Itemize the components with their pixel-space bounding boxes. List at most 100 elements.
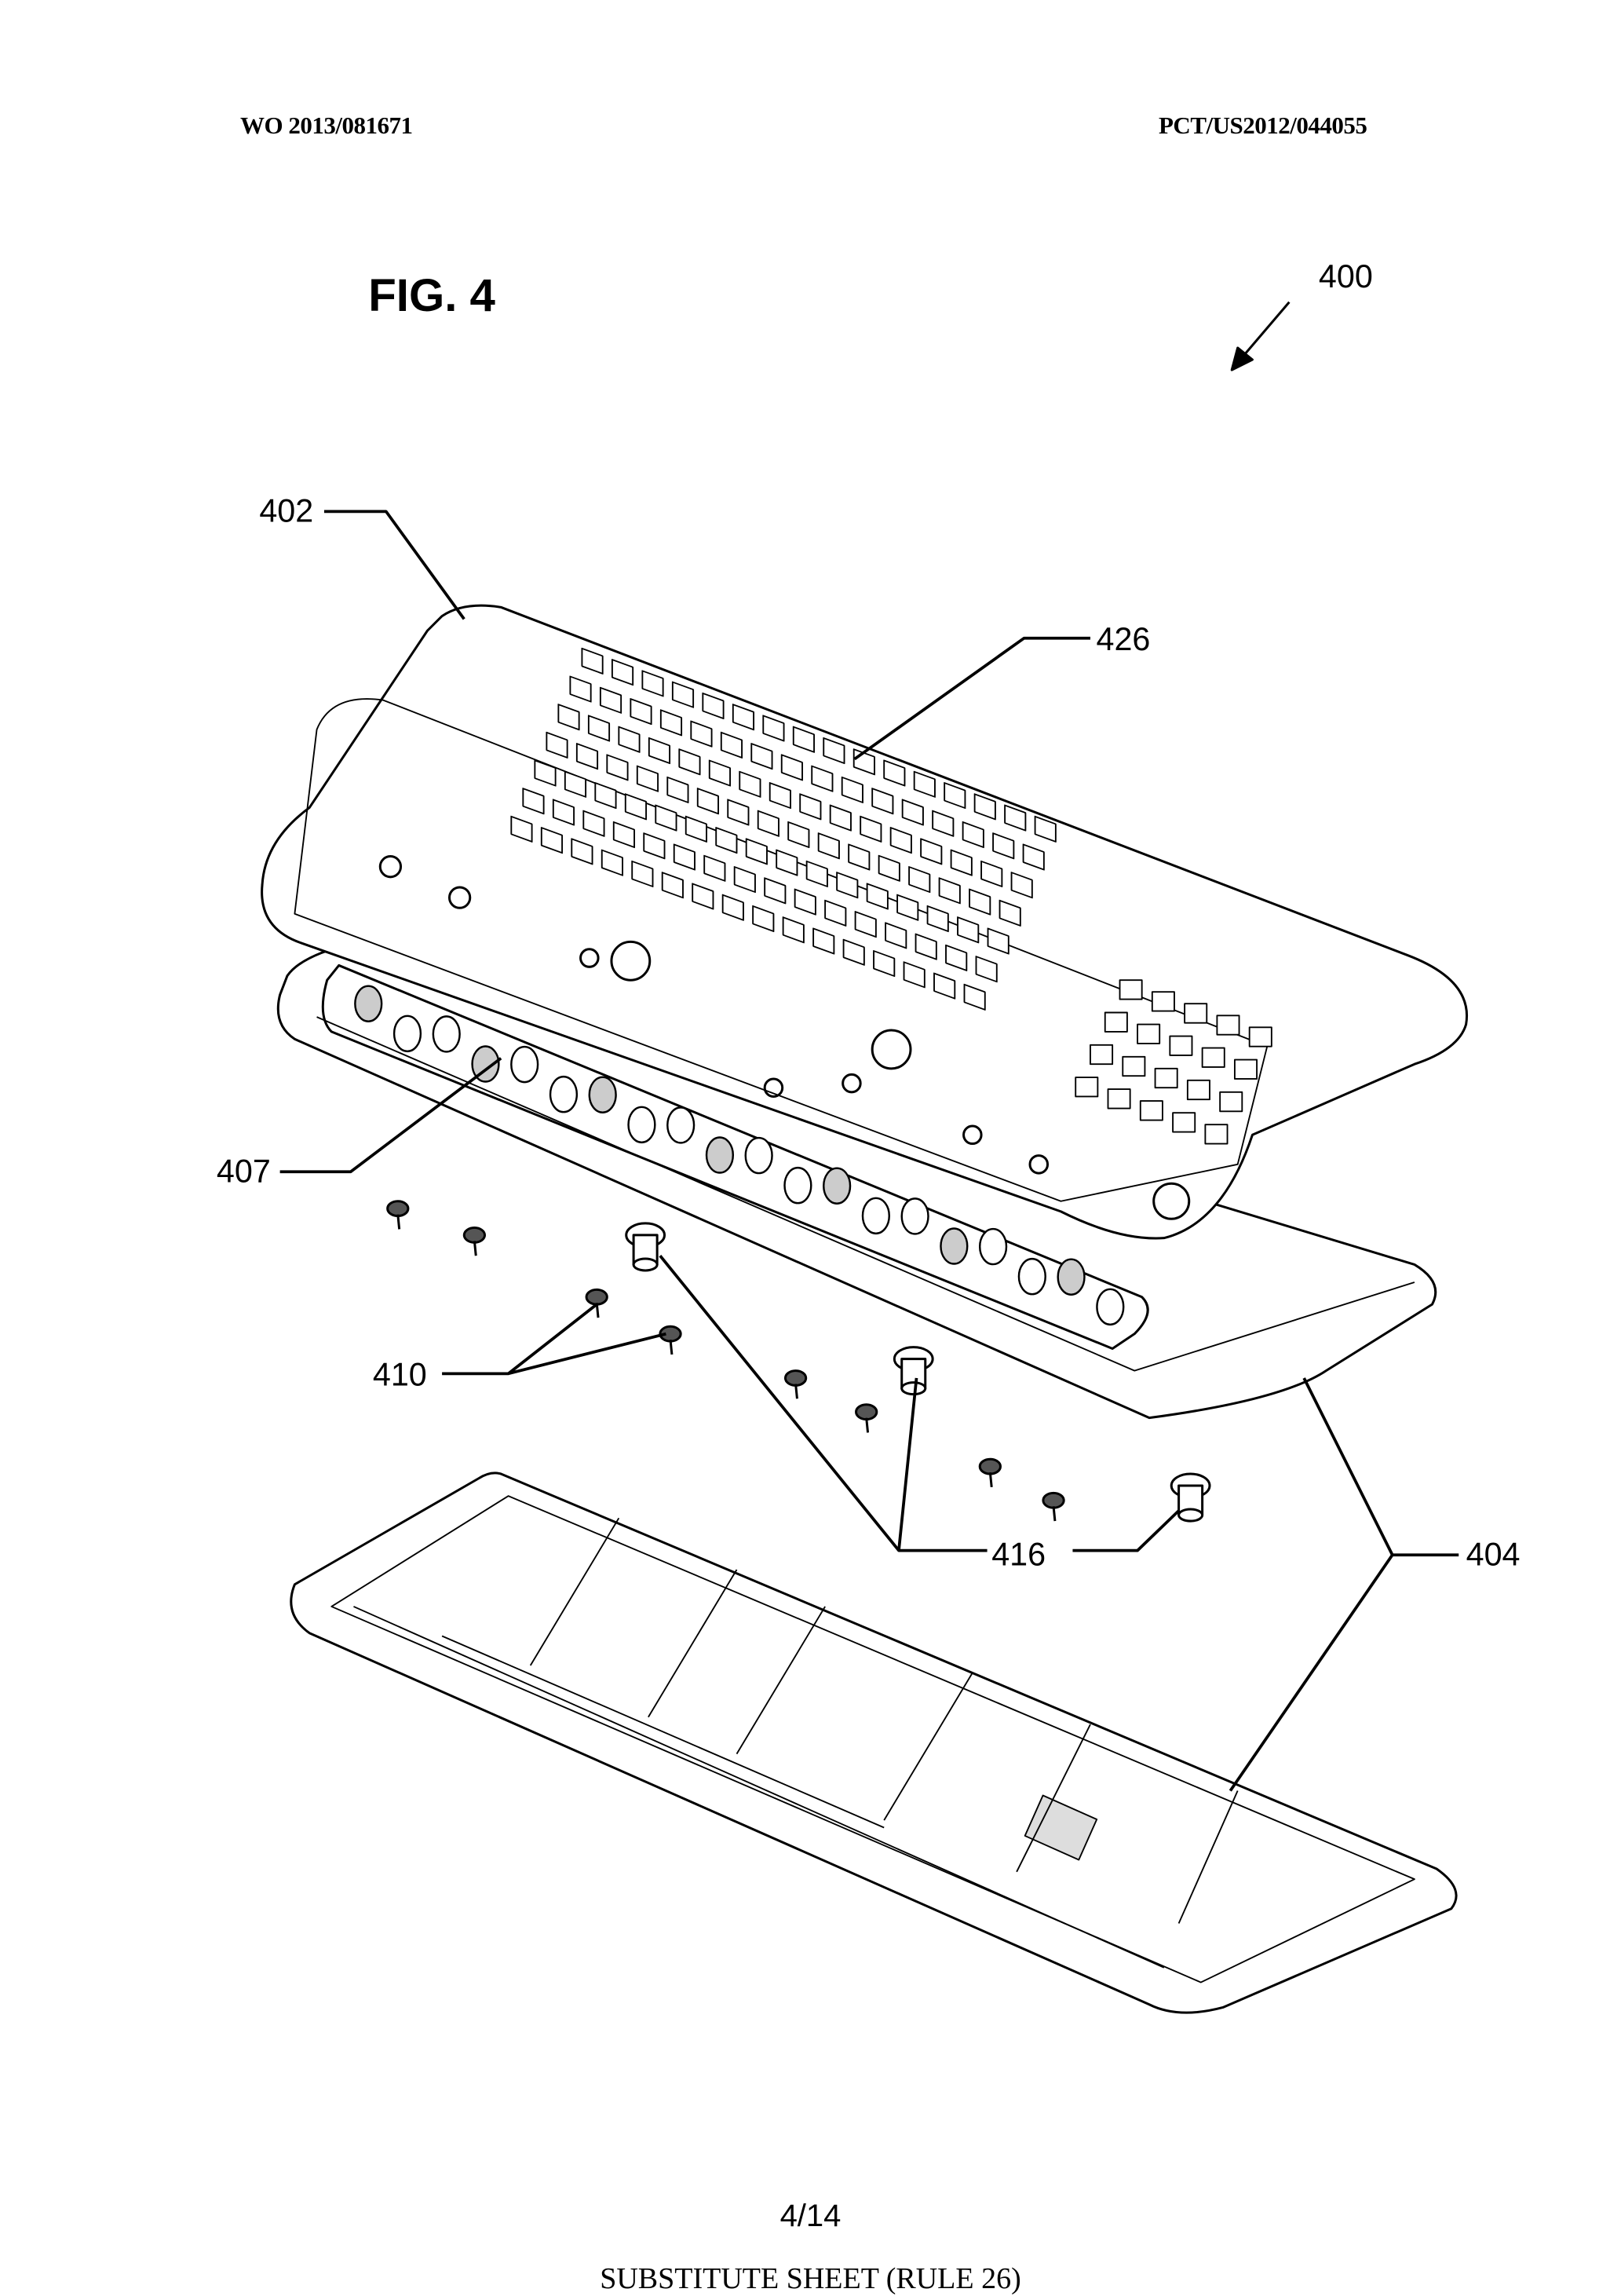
key [1137, 1023, 1161, 1044]
key [1248, 1026, 1272, 1047]
sheet-note: SUBSTITUTE SHEET (RULE 26) [600, 2262, 1021, 2295]
frame-hole [744, 1136, 773, 1175]
key [1186, 1079, 1210, 1101]
key [896, 894, 919, 921]
key [975, 956, 998, 983]
key [624, 793, 648, 821]
key [510, 815, 533, 843]
screw-icon [855, 1403, 878, 1433]
key [692, 883, 714, 910]
key [685, 815, 707, 843]
key [963, 983, 986, 1011]
key [732, 704, 755, 731]
key [552, 799, 575, 826]
frame-hole [900, 1197, 929, 1235]
key [727, 799, 750, 826]
key [764, 877, 787, 905]
key [913, 770, 936, 798]
label-404: 404 [1466, 1536, 1521, 1572]
key [630, 698, 652, 726]
key [581, 647, 604, 675]
key [575, 743, 599, 770]
key [690, 720, 713, 748]
screw-icon [978, 1457, 1002, 1488]
key [811, 765, 834, 792]
post-base [632, 1257, 659, 1272]
key [752, 905, 775, 933]
key [715, 827, 738, 854]
label-402: 402 [259, 492, 313, 528]
key [908, 866, 931, 894]
key [648, 737, 671, 765]
frame-hole [354, 985, 383, 1022]
screw-shaft [473, 1241, 477, 1256]
figure-title: FIG. 4 [368, 270, 495, 321]
key [883, 759, 906, 787]
post-icon [1170, 1472, 1211, 1523]
key [750, 743, 773, 770]
key [920, 838, 943, 865]
key [812, 927, 835, 955]
tray-rib [1016, 1724, 1091, 1873]
post-icon [625, 1222, 666, 1272]
key [829, 804, 852, 832]
key [824, 899, 847, 927]
key [1139, 1100, 1163, 1121]
key [673, 843, 695, 871]
key [1201, 1047, 1225, 1068]
key [873, 950, 896, 978]
key [962, 821, 984, 849]
key [708, 759, 731, 787]
screw-shaft [396, 1214, 401, 1230]
key [871, 788, 894, 815]
key [733, 866, 756, 894]
screw-head [386, 1200, 410, 1218]
screw-head [585, 1288, 608, 1306]
key [587, 715, 611, 742]
key [1090, 1044, 1114, 1066]
frame-hole [588, 1076, 617, 1113]
frame-hole [549, 1075, 579, 1113]
key [546, 731, 568, 759]
posts [625, 1222, 1211, 1523]
frame-hole [823, 1167, 852, 1205]
key [938, 877, 961, 905]
key [945, 944, 968, 971]
key [557, 704, 580, 731]
key [817, 832, 840, 860]
screw-icon [659, 1325, 682, 1355]
frame-hole [627, 1106, 656, 1144]
key [571, 838, 593, 865]
key [601, 849, 623, 876]
key [969, 888, 991, 916]
key [848, 843, 871, 871]
key [762, 715, 785, 742]
tray-rib [736, 1606, 826, 1755]
label-410: 410 [373, 1356, 427, 1392]
page-number: 4/14 [779, 2199, 842, 2233]
frame-hole [1057, 1258, 1086, 1296]
leader-lines [279, 510, 1459, 1792]
label-426: 426 [1096, 621, 1150, 657]
publication-number: WO 2013/081671 [240, 112, 413, 139]
key [522, 788, 545, 815]
key [973, 793, 996, 821]
top-cover [261, 604, 1469, 1240]
key [903, 961, 926, 989]
key [950, 849, 973, 876]
key [780, 754, 803, 781]
screw-icon [783, 1369, 808, 1399]
key [721, 894, 744, 921]
frame-hole [471, 1045, 500, 1083]
key [1107, 1088, 1131, 1110]
frame-hole [705, 1136, 735, 1174]
key [842, 938, 865, 966]
key [643, 832, 666, 860]
screw-shaft [794, 1384, 798, 1399]
key [540, 827, 564, 854]
key [1075, 1077, 1099, 1098]
key [582, 810, 605, 837]
key [1034, 815, 1057, 843]
key [885, 922, 907, 949]
